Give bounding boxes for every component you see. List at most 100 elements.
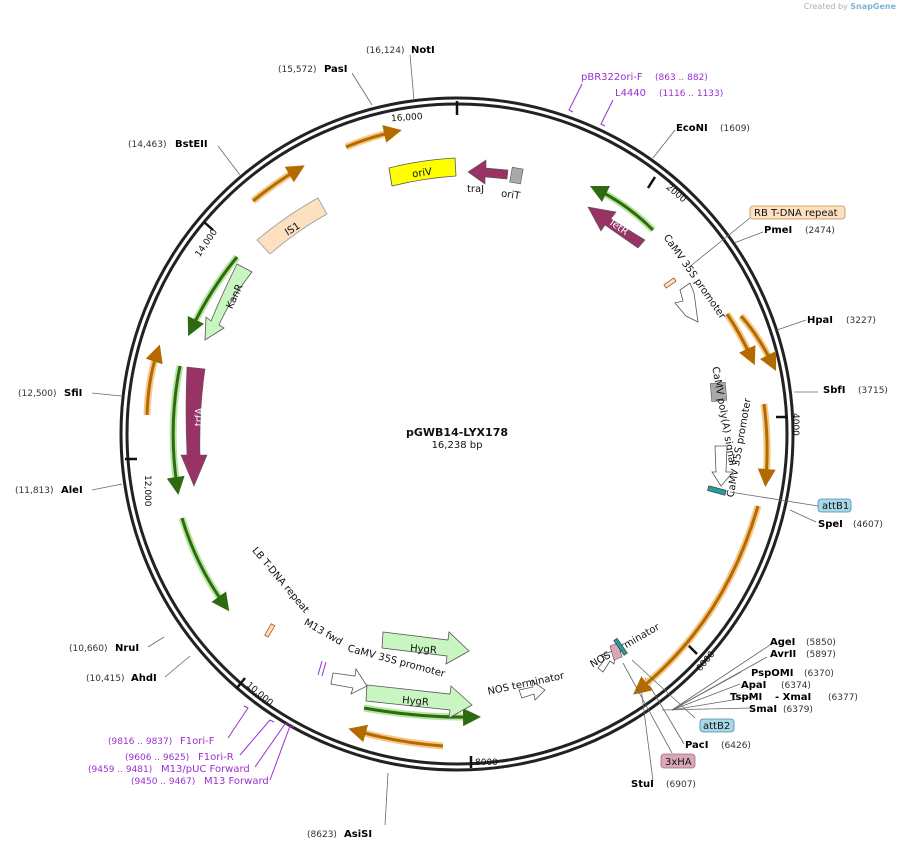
hygR-label-1: HygR <box>410 643 438 656</box>
oriT-feature <box>509 166 524 185</box>
site-name: PspOMI <box>751 668 793 679</box>
site-name: ApaI <box>741 680 766 691</box>
site-name: TspMI <box>730 692 762 703</box>
site-name: - XmaI <box>775 692 811 703</box>
site-position: (6907) <box>666 780 696 790</box>
primer-arrow <box>227 705 249 739</box>
boxed-labels: RB T-DNA repeat attB1 attB2 3xHA <box>660 205 852 769</box>
orf-arc <box>363 706 481 727</box>
tick-label: 8000 <box>475 758 498 768</box>
backbone-outer <box>119 96 795 772</box>
site-position: (6379) <box>783 705 813 715</box>
primer-name: L4440 <box>615 88 646 99</box>
site-name: PacI <box>685 740 708 751</box>
hygR-feature-2 <box>365 684 473 719</box>
site-position: (14,463) <box>128 140 167 150</box>
primer-position: (1116 .. 1133) <box>659 89 723 99</box>
site-position: (2474) <box>805 226 835 236</box>
primer-position: (9606 .. 9625) <box>125 753 189 763</box>
site-position: (6426) <box>721 741 751 751</box>
site-position: (5850) <box>806 638 836 648</box>
site-leader-lines <box>91 54 818 826</box>
attb1-box <box>817 498 852 513</box>
site-position: (6374) <box>781 681 811 691</box>
hygR-label-2: HygR <box>402 695 430 708</box>
orf-arc <box>348 724 444 748</box>
site-name: SfiI <box>64 388 82 399</box>
oriT-label: oriT <box>500 189 521 203</box>
attribution: Created by SnapGene <box>804 2 896 11</box>
hygR-feature-1 <box>381 631 470 665</box>
restriction-sites: (16,124) NotI (15,572) PasI (14,463) Bst… <box>15 45 888 840</box>
primer-name: pBR322ori-F <box>581 72 643 83</box>
primer-name: F1ori-R <box>198 752 234 763</box>
site-position: (3227) <box>846 316 876 326</box>
site-name: AgeI <box>770 637 795 648</box>
primer-arrow <box>568 83 583 113</box>
site-name: PasI <box>324 64 347 75</box>
orf-arc <box>187 256 239 337</box>
camv-promoter-3 <box>330 667 368 695</box>
primer-name: M13/pUC Forward <box>161 764 250 775</box>
site-position: (1609) <box>720 124 750 134</box>
ha-box <box>660 753 696 769</box>
orf-arc <box>145 344 163 416</box>
attb2-marker <box>613 637 628 656</box>
plasmid-length: 16,238 bp <box>432 440 483 451</box>
oriV-feature <box>388 157 457 187</box>
site-position: (10,660) <box>69 644 108 654</box>
is1-feature <box>256 197 328 255</box>
orfs <box>143 125 777 750</box>
orf-arc <box>252 165 305 203</box>
site-name: AsiSI <box>344 829 372 840</box>
primer-name: M13 Forward <box>204 776 269 787</box>
nos-terminator-2-label: NOS terminator <box>589 621 663 670</box>
oriV-label: oriV <box>412 167 433 181</box>
attb1-box-label: attB1 <box>822 501 849 512</box>
site-position: (8623) <box>307 830 337 840</box>
site-name: AvrII <box>770 649 796 660</box>
primer-position: (9816 .. 9837) <box>108 737 172 747</box>
traJ-label: traJ <box>467 184 484 195</box>
rb-marker <box>663 277 677 289</box>
attb1-marker <box>707 485 727 496</box>
site-position: (10,415) <box>86 674 125 684</box>
site-name: SbfI <box>823 385 845 396</box>
nos-terminator-1 <box>518 680 546 701</box>
attb2-box <box>699 718 735 733</box>
orf-arc <box>166 365 185 495</box>
plasmid-name: pGWB14-LYX178 <box>406 426 508 439</box>
orf-arc <box>345 125 402 149</box>
orf-arc <box>589 185 655 232</box>
primer-position: (9450 .. 9467) <box>131 777 195 787</box>
tick-marks <box>125 101 787 768</box>
primer-position: (9459 .. 9481) <box>88 765 152 775</box>
orf-arc <box>739 314 777 372</box>
site-name: BstEII <box>175 139 208 150</box>
primer-arrow <box>254 723 290 768</box>
site-name: NotI <box>411 45 435 56</box>
primer-position: (863 .. 882) <box>655 73 708 83</box>
trfA-feature <box>180 366 208 487</box>
tick-label: 16,000 <box>391 112 423 124</box>
m13fwd-label: M13 fwd <box>302 617 344 648</box>
primer-arrow <box>600 99 614 127</box>
attb2-box-label: attB2 <box>703 721 730 732</box>
lb-marker <box>264 623 276 638</box>
primers: pBR322ori-F (863 .. 882) L4440 (1116 .. … <box>88 72 723 787</box>
site-position: (5897) <box>806 650 836 660</box>
polyA-feature <box>709 382 728 402</box>
primer-arrow <box>269 725 295 781</box>
ha-box-label: 3xHA <box>665 757 692 768</box>
site-name: HpaI <box>807 315 833 326</box>
tick-label: 12,000 <box>142 475 152 507</box>
site-position: (16,124) <box>366 46 405 56</box>
camv-promoter-1 <box>674 282 699 323</box>
trfA-label: trfA <box>194 408 206 427</box>
primer-arrow <box>239 719 275 756</box>
lb-label: LB T-DNA repeat <box>250 545 311 615</box>
site-position: (3715) <box>858 386 888 396</box>
site-name: AhdI <box>131 673 157 684</box>
snapgene-logo: SnapGene <box>850 2 896 11</box>
